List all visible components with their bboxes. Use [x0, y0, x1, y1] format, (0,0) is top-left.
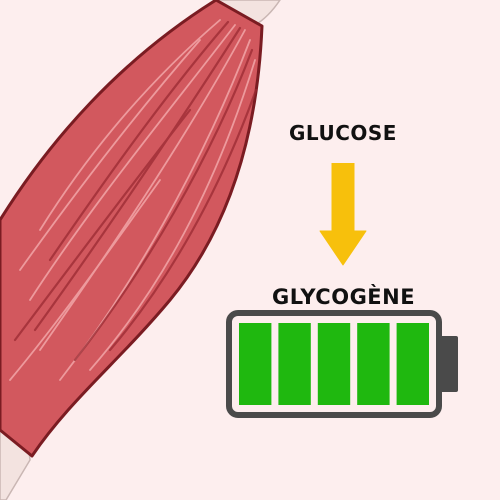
battery-cell [239, 323, 272, 405]
battery-cell [357, 323, 390, 405]
muscle-fiber [29, 24, 236, 301]
muscle-fiber-dark [48, 20, 230, 262]
arrow-down-icon [319, 163, 367, 266]
muscle-fiber-dark [73, 48, 254, 362]
muscle-fiber-dark [13, 108, 192, 342]
muscle-fiber-dark [33, 26, 242, 332]
glycogen-label: GLYCOGÈNE [272, 285, 416, 309]
muscle-fiber [39, 19, 221, 231]
battery-terminal [439, 336, 458, 392]
muscle-fiber [39, 29, 246, 351]
battery-cell [317, 323, 351, 405]
muscle-fiber [89, 59, 256, 371]
muscle-fiber [9, 179, 161, 381]
muscle-fiber-dark [108, 88, 258, 352]
battery-full-icon [226, 310, 458, 418]
battery-cell [396, 323, 429, 405]
muscle-fiber [19, 39, 201, 271]
battery-cell [278, 323, 311, 405]
glucose-label: GLUCOSE [289, 121, 397, 145]
